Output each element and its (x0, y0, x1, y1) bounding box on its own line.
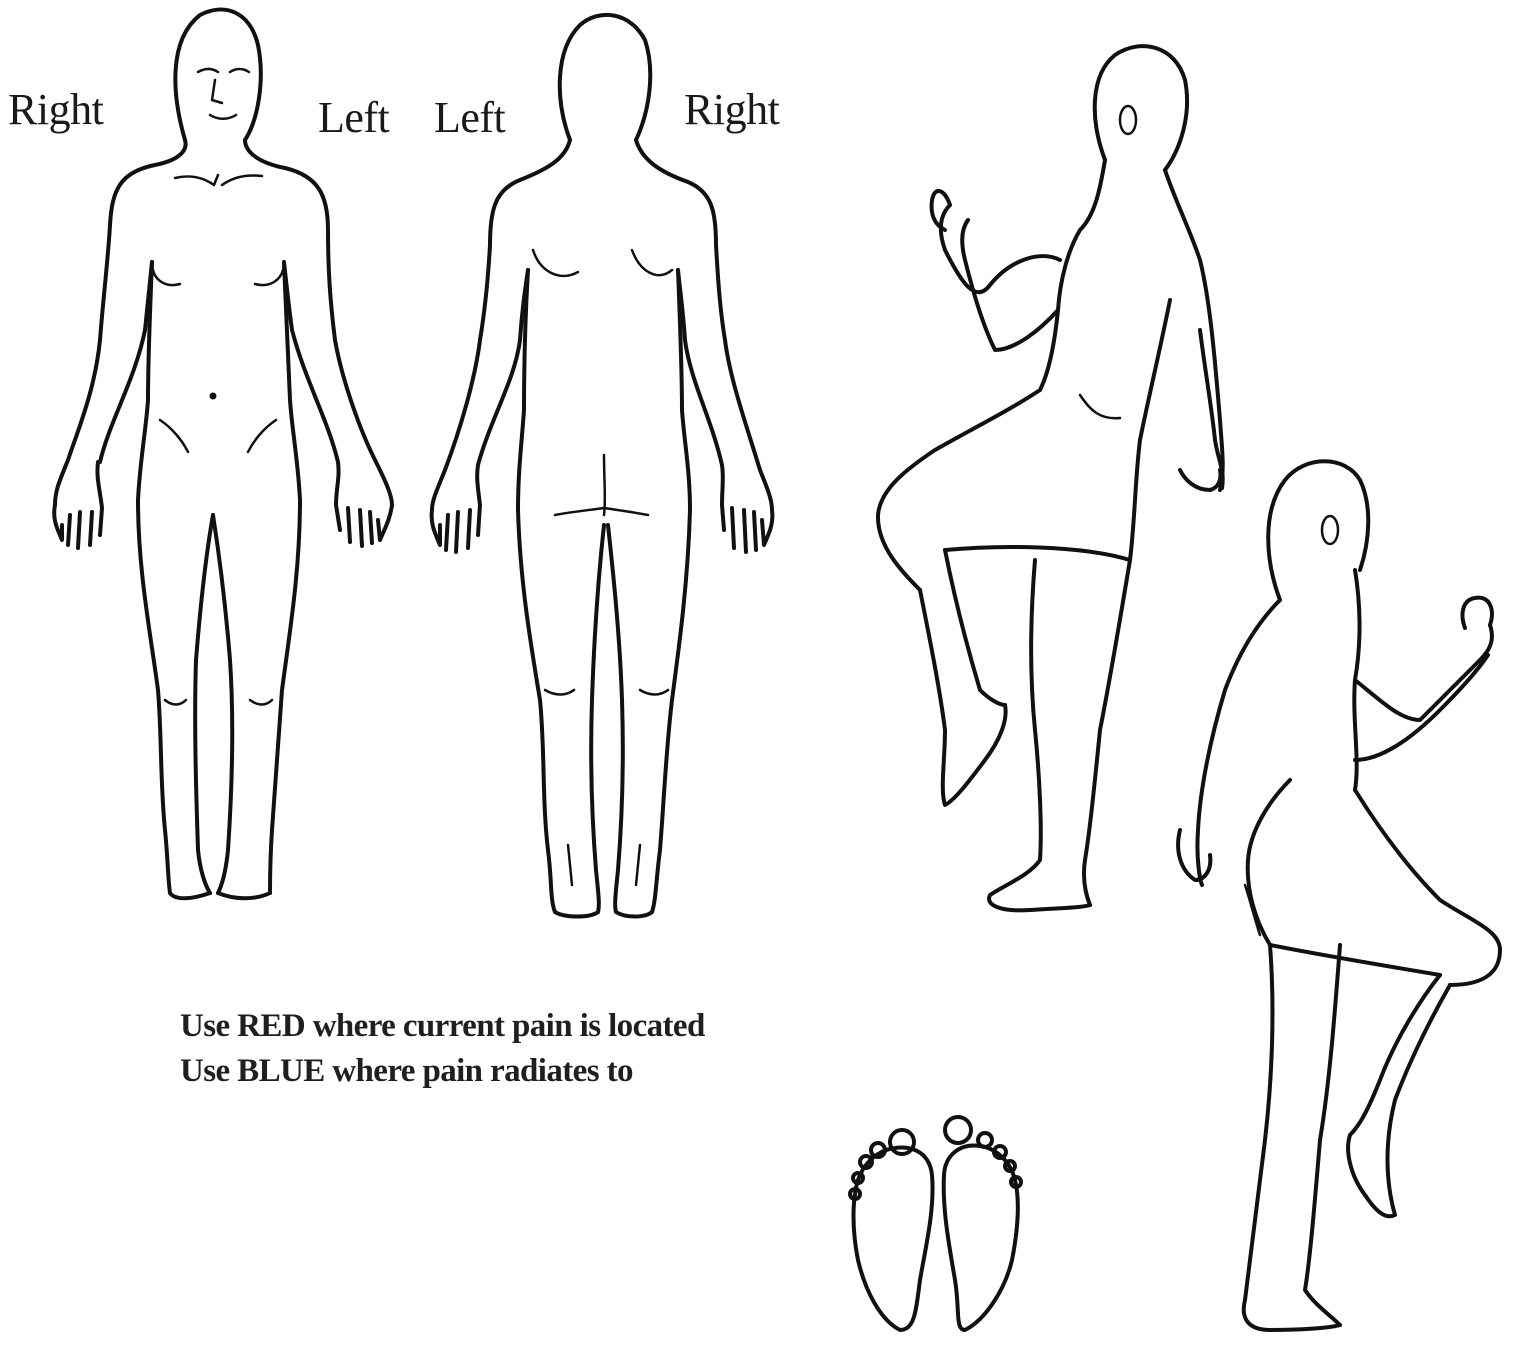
back-body-figure[interactable] (432, 15, 773, 917)
color-instructions: Use RED where current pain is located Us… (180, 1004, 705, 1094)
front-body-figure[interactable] (54, 9, 392, 898)
side-body-figure-upper[interactable] (878, 46, 1223, 910)
side-body-figure-lower[interactable] (1178, 461, 1500, 1330)
blue-instruction: Use BLUE where pain radiates to (180, 1049, 705, 1094)
red-instruction: Use RED where current pain is located (180, 1004, 705, 1049)
feet-soles-figure[interactable] (850, 1117, 1021, 1330)
